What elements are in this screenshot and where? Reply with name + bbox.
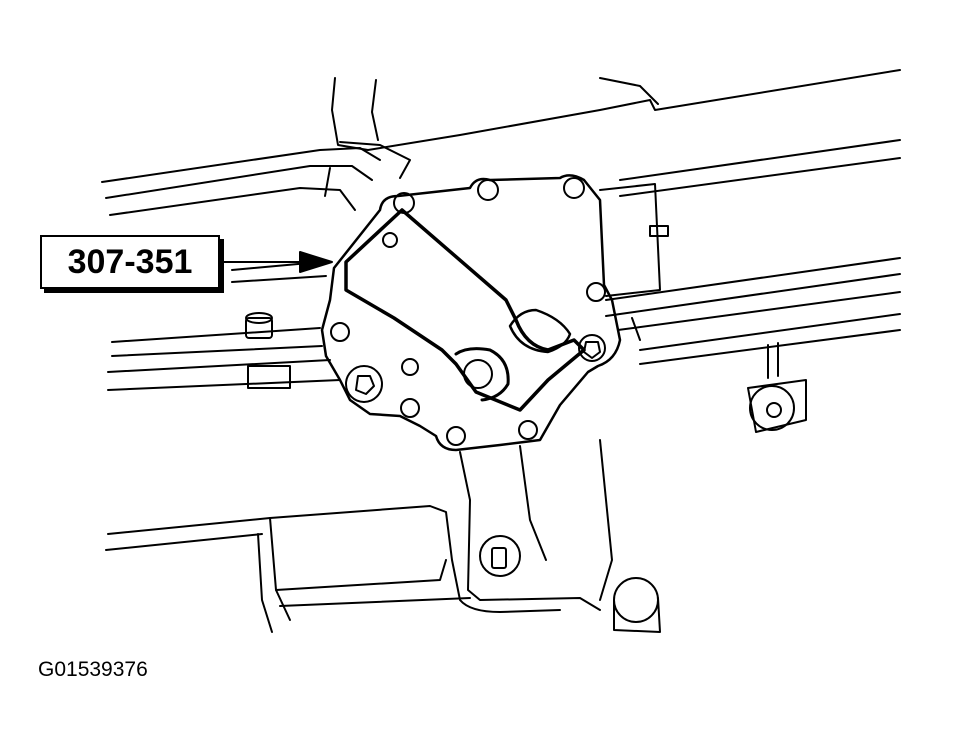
- connector-block: [599, 183, 669, 341]
- rail-lines: [107, 139, 901, 391]
- figure-id: G01539376: [38, 658, 148, 681]
- arrow-right-icon: [221, 251, 333, 273]
- housing-plate: [320, 174, 622, 452]
- tool-number-label: 307-351: [40, 235, 220, 289]
- upper-housing: [101, 69, 901, 216]
- left-rail-bolt: [245, 312, 291, 389]
- lower-lever: [459, 439, 613, 611]
- alignment-tool: [344, 208, 606, 412]
- lower-pan: [105, 505, 561, 633]
- lower-boss: [613, 577, 661, 633]
- right-mount: [747, 342, 807, 433]
